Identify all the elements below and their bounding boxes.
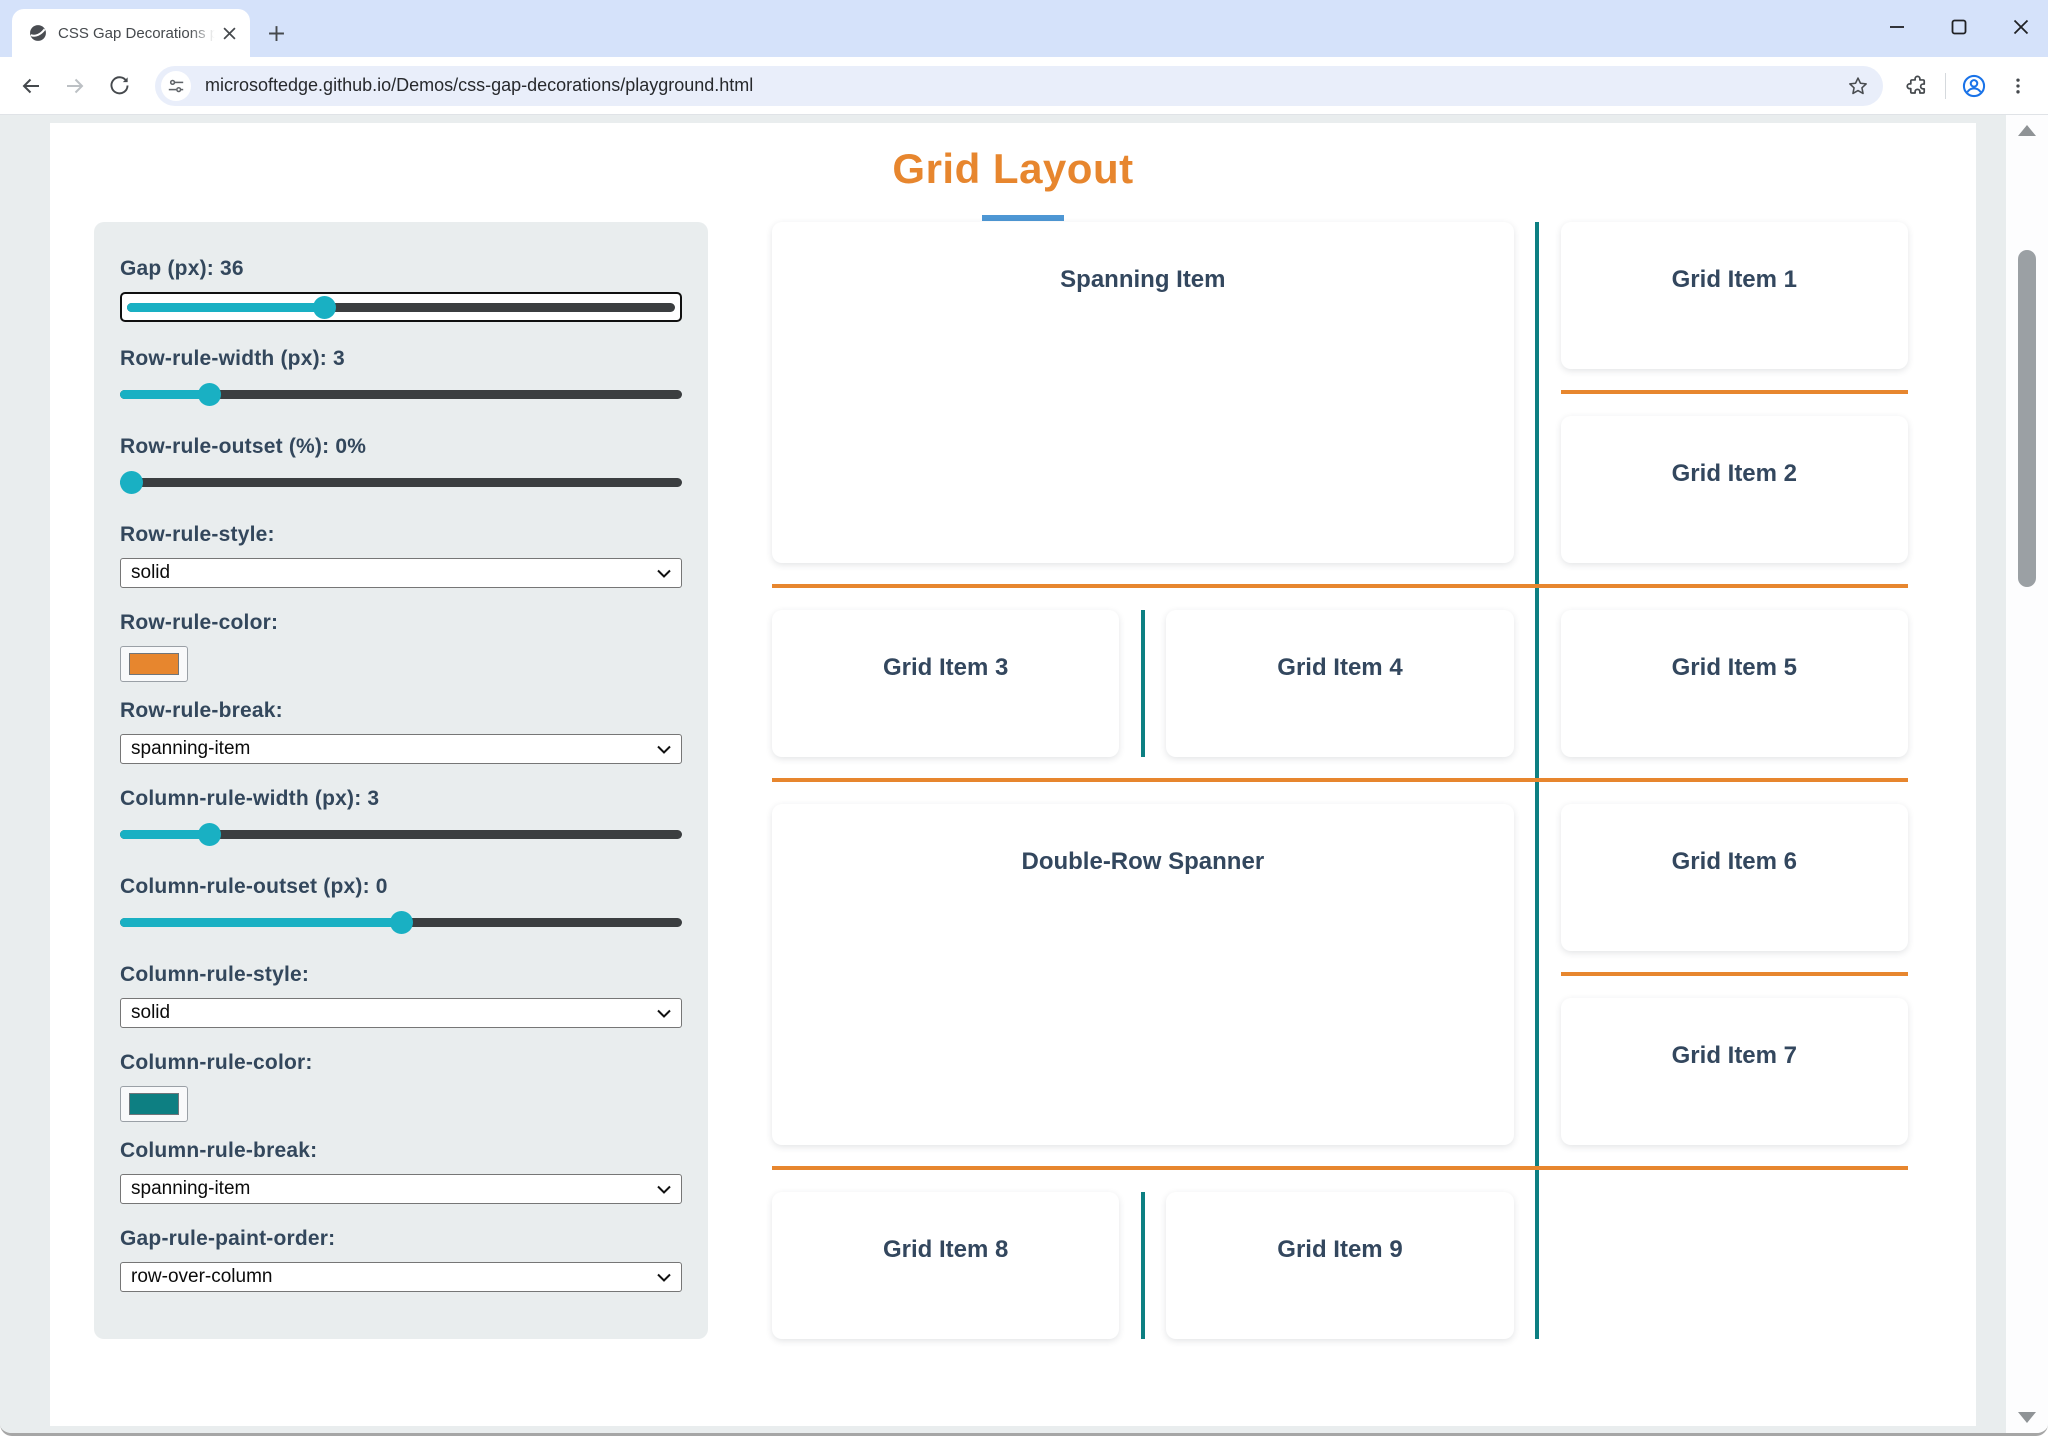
column-rule-row3 xyxy=(1141,610,1145,757)
grid-card-9: Grid Item 9 xyxy=(1166,1192,1514,1339)
title-underline xyxy=(982,215,1064,221)
forward-icon[interactable] xyxy=(53,64,97,108)
column-rule-break-select[interactable]: spanning-item xyxy=(120,1174,682,1204)
color-swatch xyxy=(129,653,179,675)
profile-icon[interactable] xyxy=(1952,64,1996,108)
window-controls xyxy=(1880,12,2038,42)
url-text: microsoftedge.github.io/Demos/css-gap-de… xyxy=(205,75,754,95)
close-window-icon[interactable] xyxy=(2004,12,2038,42)
page-content: Grid Layout Gap (px): 36 Row-rule-width … xyxy=(50,123,1976,1426)
row-rule-color-picker[interactable] xyxy=(120,646,188,682)
slider-track xyxy=(120,382,682,406)
row-rule-color-label: Row-rule-color: xyxy=(120,611,279,634)
row-rule-full-1 xyxy=(772,584,1908,588)
column-rule-style-select[interactable]: solid xyxy=(120,998,682,1028)
column-rule-width-label: Column-rule-width (px): 3 xyxy=(120,787,380,810)
controls-panel: Gap (px): 36 Row-rule-width (px): 3 Row-… xyxy=(94,222,708,1339)
extensions-icon[interactable] xyxy=(1895,64,1939,108)
gap-rule-paint-order-select[interactable]: row-over-column xyxy=(120,1262,682,1292)
column-rule-break-label: Column-rule-break: xyxy=(120,1139,318,1162)
chevron-down-icon xyxy=(657,1185,671,1194)
page-title: Grid Layout xyxy=(892,145,1134,192)
row-rule-width-slider[interactable] xyxy=(120,382,682,406)
gap-label: Gap (px): 36 xyxy=(120,257,244,280)
omnibox[interactable]: microsoftedge.github.io/Demos/css-gap-de… xyxy=(155,65,1883,106)
page-viewport: Grid Layout Gap (px): 36 Row-rule-width … xyxy=(0,115,2048,1433)
slider-thumb[interactable] xyxy=(198,382,222,406)
slider-thumb[interactable] xyxy=(389,910,413,934)
site-info-icon[interactable] xyxy=(161,70,191,101)
browser-toolbar: microsoftedge.github.io/Demos/css-gap-de… xyxy=(0,57,2048,115)
favicon-globe-icon xyxy=(28,23,48,43)
minimize-icon[interactable] xyxy=(1880,12,1914,42)
gap-slider[interactable] xyxy=(120,292,682,322)
grid-card-2: Grid Item 2 xyxy=(1560,416,1908,563)
demo-grid: Spanning Item Grid Item 1 Grid Item 2 Gr… xyxy=(772,222,1908,1339)
browser-tab[interactable]: CSS Gap Decorations playground xyxy=(12,9,250,57)
slider-track xyxy=(120,910,682,934)
tab-strip: CSS Gap Decorations playground xyxy=(0,0,2048,57)
slider-thumb[interactable] xyxy=(119,470,143,494)
row-rule-full-3 xyxy=(772,1166,1908,1170)
slider-thumb[interactable] xyxy=(198,822,222,846)
scroll-up-icon[interactable] xyxy=(2018,125,2036,136)
row-rule-items-6-7 xyxy=(1561,972,1908,976)
column-rule-outset-slider[interactable] xyxy=(120,910,682,934)
scrollbar-thumb[interactable] xyxy=(2018,250,2036,587)
row-rule-style-select[interactable]: solid xyxy=(120,558,682,588)
chevron-down-icon xyxy=(657,745,671,754)
menu-kebab-icon[interactable] xyxy=(1996,64,2040,108)
grid-card-double-row-spanner: Double-Row Spanner xyxy=(772,804,1514,1145)
toolbar-separator xyxy=(1945,72,1946,99)
row-rule-style-label: Row-rule-style: xyxy=(120,523,275,546)
grid-card-4: Grid Item 4 xyxy=(1166,610,1514,757)
bookmark-star-icon[interactable] xyxy=(1847,75,1869,97)
row-rule-outset-label: Row-rule-outset (%): 0% xyxy=(120,435,367,458)
slider-track xyxy=(119,470,682,494)
tab-close-icon[interactable] xyxy=(218,22,240,44)
slider-thumb[interactable] xyxy=(312,295,336,319)
slider-track xyxy=(127,295,675,319)
new-tab-icon[interactable] xyxy=(264,21,288,45)
row-rule-width-label: Row-rule-width (px): 3 xyxy=(120,347,345,370)
column-rule-color-picker[interactable] xyxy=(120,1086,188,1122)
column-rule-color-label: Column-rule-color: xyxy=(120,1051,313,1074)
chevron-down-icon xyxy=(657,1009,671,1018)
chevron-down-icon xyxy=(657,1273,671,1282)
column-rule-outset-label: Column-rule-outset (px): 0 xyxy=(120,875,388,898)
grid-card-7: Grid Item 7 xyxy=(1560,998,1908,1145)
back-icon[interactable] xyxy=(9,64,53,108)
scroll-down-icon[interactable] xyxy=(2018,1412,2036,1423)
column-rule-row6 xyxy=(1141,1192,1145,1339)
row-rule-break-label: Row-rule-break: xyxy=(120,699,283,722)
reload-icon[interactable] xyxy=(97,64,141,108)
color-swatch xyxy=(129,1093,179,1115)
column-rule-style-label: Column-rule-style: xyxy=(120,963,310,986)
gap-rule-paint-order-label: Gap-rule-paint-order: xyxy=(120,1227,336,1250)
grid-card-1: Grid Item 1 xyxy=(1560,222,1908,369)
row-rule-full-2 xyxy=(772,778,1908,782)
row-rule-items-1-2 xyxy=(1561,390,1908,394)
grid-card-5: Grid Item 5 xyxy=(1560,610,1908,757)
grid-card-3: Grid Item 3 xyxy=(772,610,1120,757)
slider-track xyxy=(120,822,682,846)
grid-card-8: Grid Item 8 xyxy=(772,1192,1120,1339)
row-rule-break-select[interactable]: spanning-item xyxy=(120,734,682,764)
toolbar-actions xyxy=(1895,64,2040,108)
column-rule-width-slider[interactable] xyxy=(120,822,682,846)
grid-card-6: Grid Item 6 xyxy=(1560,804,1908,951)
maximize-icon[interactable] xyxy=(1942,12,1976,42)
page-scrollbar[interactable] xyxy=(2006,115,2048,1433)
tab-title: CSS Gap Decorations playground xyxy=(58,24,218,42)
grid-card-spanning-item: Spanning Item xyxy=(772,222,1514,563)
chevron-down-icon xyxy=(657,569,671,578)
row-rule-outset-slider[interactable] xyxy=(119,470,682,494)
